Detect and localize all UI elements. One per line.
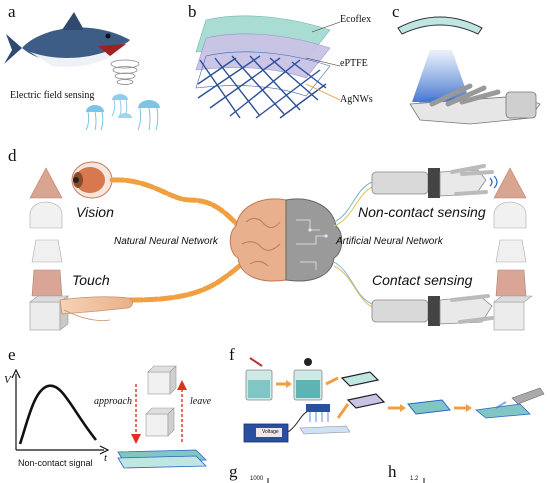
voltage-label: Voltage bbox=[262, 429, 279, 435]
natural-network-label: Natural Neural Network bbox=[114, 236, 218, 247]
finger-icon bbox=[59, 296, 133, 321]
jellyfish-group bbox=[85, 94, 160, 131]
brain-illustration bbox=[229, 198, 343, 282]
layer-eptfe: ePTFE bbox=[340, 58, 368, 69]
axis-t-label: t bbox=[104, 452, 108, 464]
axis-v-label: V bbox=[4, 374, 11, 386]
panel-e-label: e bbox=[8, 345, 16, 364]
g-tick: 1000 bbox=[250, 476, 264, 482]
panel-d-label: d bbox=[8, 146, 17, 165]
panel-f-label: f bbox=[229, 345, 235, 364]
electric-field-caption: Electric field sensing bbox=[10, 90, 95, 101]
layered-film bbox=[195, 15, 341, 119]
robot-arm-top bbox=[371, 164, 498, 198]
leave-label: leave bbox=[190, 396, 212, 407]
panel-b-label: b bbox=[188, 2, 197, 21]
approach-label: approach bbox=[94, 396, 132, 407]
shark-illustration bbox=[4, 12, 130, 67]
robot-arm-bottom bbox=[371, 294, 494, 326]
panel-h-label: h bbox=[388, 462, 397, 481]
panel-a-label: a bbox=[8, 2, 16, 21]
approach-leave-diagram bbox=[117, 365, 207, 469]
touch-label: Touch bbox=[72, 272, 110, 288]
artificial-network-label: Artificial Neural Network bbox=[336, 236, 443, 247]
non-contact-label: Non-contact sensing bbox=[358, 204, 486, 220]
right-shapes bbox=[493, 167, 533, 331]
field-rings bbox=[110, 59, 140, 85]
contact-label: Contact sensing bbox=[372, 272, 473, 288]
vision-label: Vision bbox=[76, 204, 114, 220]
robot-hand-c bbox=[397, 16, 541, 125]
layer-agnws: AgNWs bbox=[340, 94, 373, 105]
h-tick: 1.2 bbox=[410, 476, 419, 482]
eye-icon bbox=[71, 161, 113, 199]
signal-xlabel: Non-contact signal bbox=[18, 458, 93, 468]
panel-g-label: g bbox=[229, 462, 238, 481]
layer-ecoflex: Ecoflex bbox=[340, 14, 372, 25]
signal-wires bbox=[333, 181, 375, 309]
fabrication-steps bbox=[243, 357, 545, 443]
panel-c-label: c bbox=[392, 2, 400, 21]
signal-plot bbox=[11, 368, 110, 455]
